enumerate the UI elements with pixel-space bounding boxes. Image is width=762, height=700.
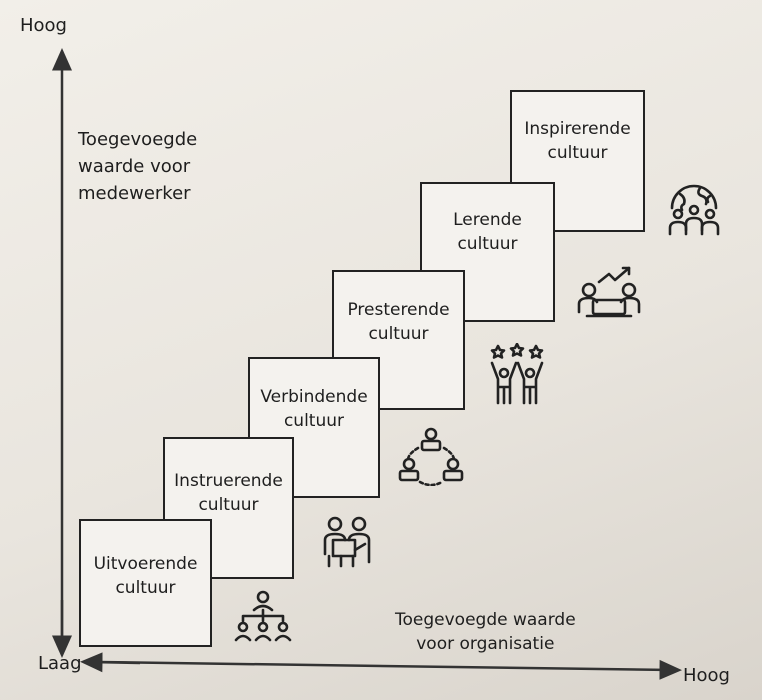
connected-people-circle-icon: [398, 426, 464, 486]
x-axis-right-label: Hoog: [683, 665, 730, 686]
learning-growth-icon: [577, 264, 641, 320]
step-verbindende-cultuur: Verbindende cultuur: [248, 357, 380, 498]
x-axis-title: Toegevoegde waarde voor organisatie: [395, 610, 576, 654]
x-axis-left-tip: [80, 652, 141, 673]
step-label: Uitvoerende cultuur: [93, 554, 198, 598]
step-label: Lerende cultuur: [453, 210, 522, 254]
step-uitvoerende-cultuur: Uitvoerende cultuur: [79, 519, 212, 647]
step-inspirerende-cultuur: Inspirerende cultuur: [510, 90, 645, 232]
y-axis-top-label: Hoog: [20, 15, 67, 36]
instructor-board-icon: [321, 516, 377, 568]
step-label: Inspirerende cultuur: [524, 119, 631, 163]
step-label: Verbindende cultuur: [260, 386, 368, 431]
step-label: Instruerende cultuur: [174, 471, 283, 515]
cheering-people-stars-icon: [486, 343, 548, 407]
x-axis-line: [97, 659, 682, 680]
y-axis-bottom-label: Laag: [38, 653, 82, 674]
globe-people-icon: [666, 180, 722, 238]
step-label: Presterende cultuur: [347, 300, 450, 344]
hierarchy-people-icon: [233, 588, 293, 644]
y-axis-title: Toegevoegde waarde voor medewerker: [78, 129, 198, 204]
